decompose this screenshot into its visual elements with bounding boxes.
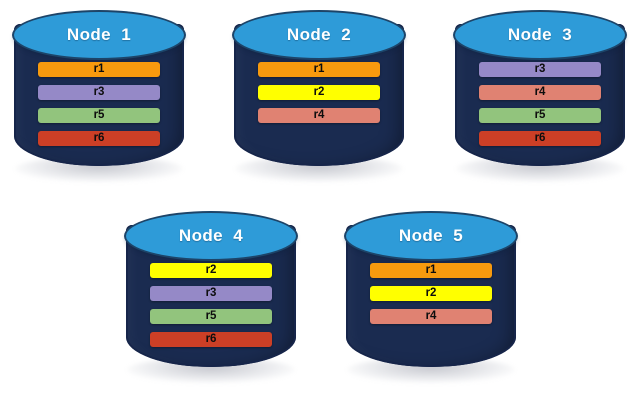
- replica-bar-r1[interactable]: r1: [370, 263, 492, 278]
- replica-list: r1 r3 r5 r6: [38, 62, 160, 146]
- replica-bar-r2[interactable]: r2: [258, 85, 380, 100]
- replica-bar-r4[interactable]: r4: [479, 85, 601, 100]
- cylinder-top-ellipse: [124, 211, 298, 261]
- replica-bar-r6[interactable]: r6: [479, 131, 601, 146]
- node-label: Node 1: [66, 25, 132, 44]
- cylinder-top-ellipse: [344, 211, 518, 261]
- cylinder-top-ellipse: [12, 10, 186, 60]
- replica-list: r1 r2 r4: [258, 62, 380, 123]
- replica-bar-r2[interactable]: r2: [370, 286, 492, 301]
- replica-bar-r4[interactable]: r4: [258, 108, 380, 123]
- replica-bar-r6[interactable]: r6: [38, 131, 160, 146]
- replica-list: r1 r2 r4: [370, 263, 492, 324]
- database-node-2[interactable]: Node 2 r1 r2 r4: [228, 6, 410, 184]
- replica-bar-r6[interactable]: r6: [150, 332, 272, 347]
- replica-bar-r2[interactable]: r2: [150, 263, 272, 278]
- node-label: Node 2: [286, 25, 352, 44]
- node-label: Node 5: [398, 226, 464, 245]
- replica-bar-r1[interactable]: r1: [258, 62, 380, 77]
- cylinder-top-ellipse: [453, 10, 627, 60]
- replica-bar-r4[interactable]: r4: [370, 309, 492, 324]
- database-node-4[interactable]: Node 4 r2 r3 r5 r6: [120, 207, 302, 385]
- replica-list: r3 r4 r5 r6: [479, 62, 601, 146]
- replica-bar-r3[interactable]: r3: [479, 62, 601, 77]
- replica-bar-r5[interactable]: r5: [150, 309, 272, 324]
- database-node-3[interactable]: Node 3 r3 r4 r5 r6: [449, 6, 631, 184]
- replica-bar-r1[interactable]: r1: [38, 62, 160, 77]
- replica-bar-r3[interactable]: r3: [150, 286, 272, 301]
- replica-bar-r5[interactable]: r5: [38, 108, 160, 123]
- node-label: Node 3: [507, 25, 573, 44]
- database-node-1[interactable]: Node 1 r1 r3 r5 r6: [8, 6, 190, 184]
- replica-bar-r3[interactable]: r3: [38, 85, 160, 100]
- replica-list: r2 r3 r5 r6: [150, 263, 272, 347]
- cylinder-top-ellipse: [232, 10, 406, 60]
- node-label: Node 4: [178, 226, 244, 245]
- replica-bar-r5[interactable]: r5: [479, 108, 601, 123]
- database-node-5[interactable]: Node 5 r1 r2 r4: [340, 207, 522, 385]
